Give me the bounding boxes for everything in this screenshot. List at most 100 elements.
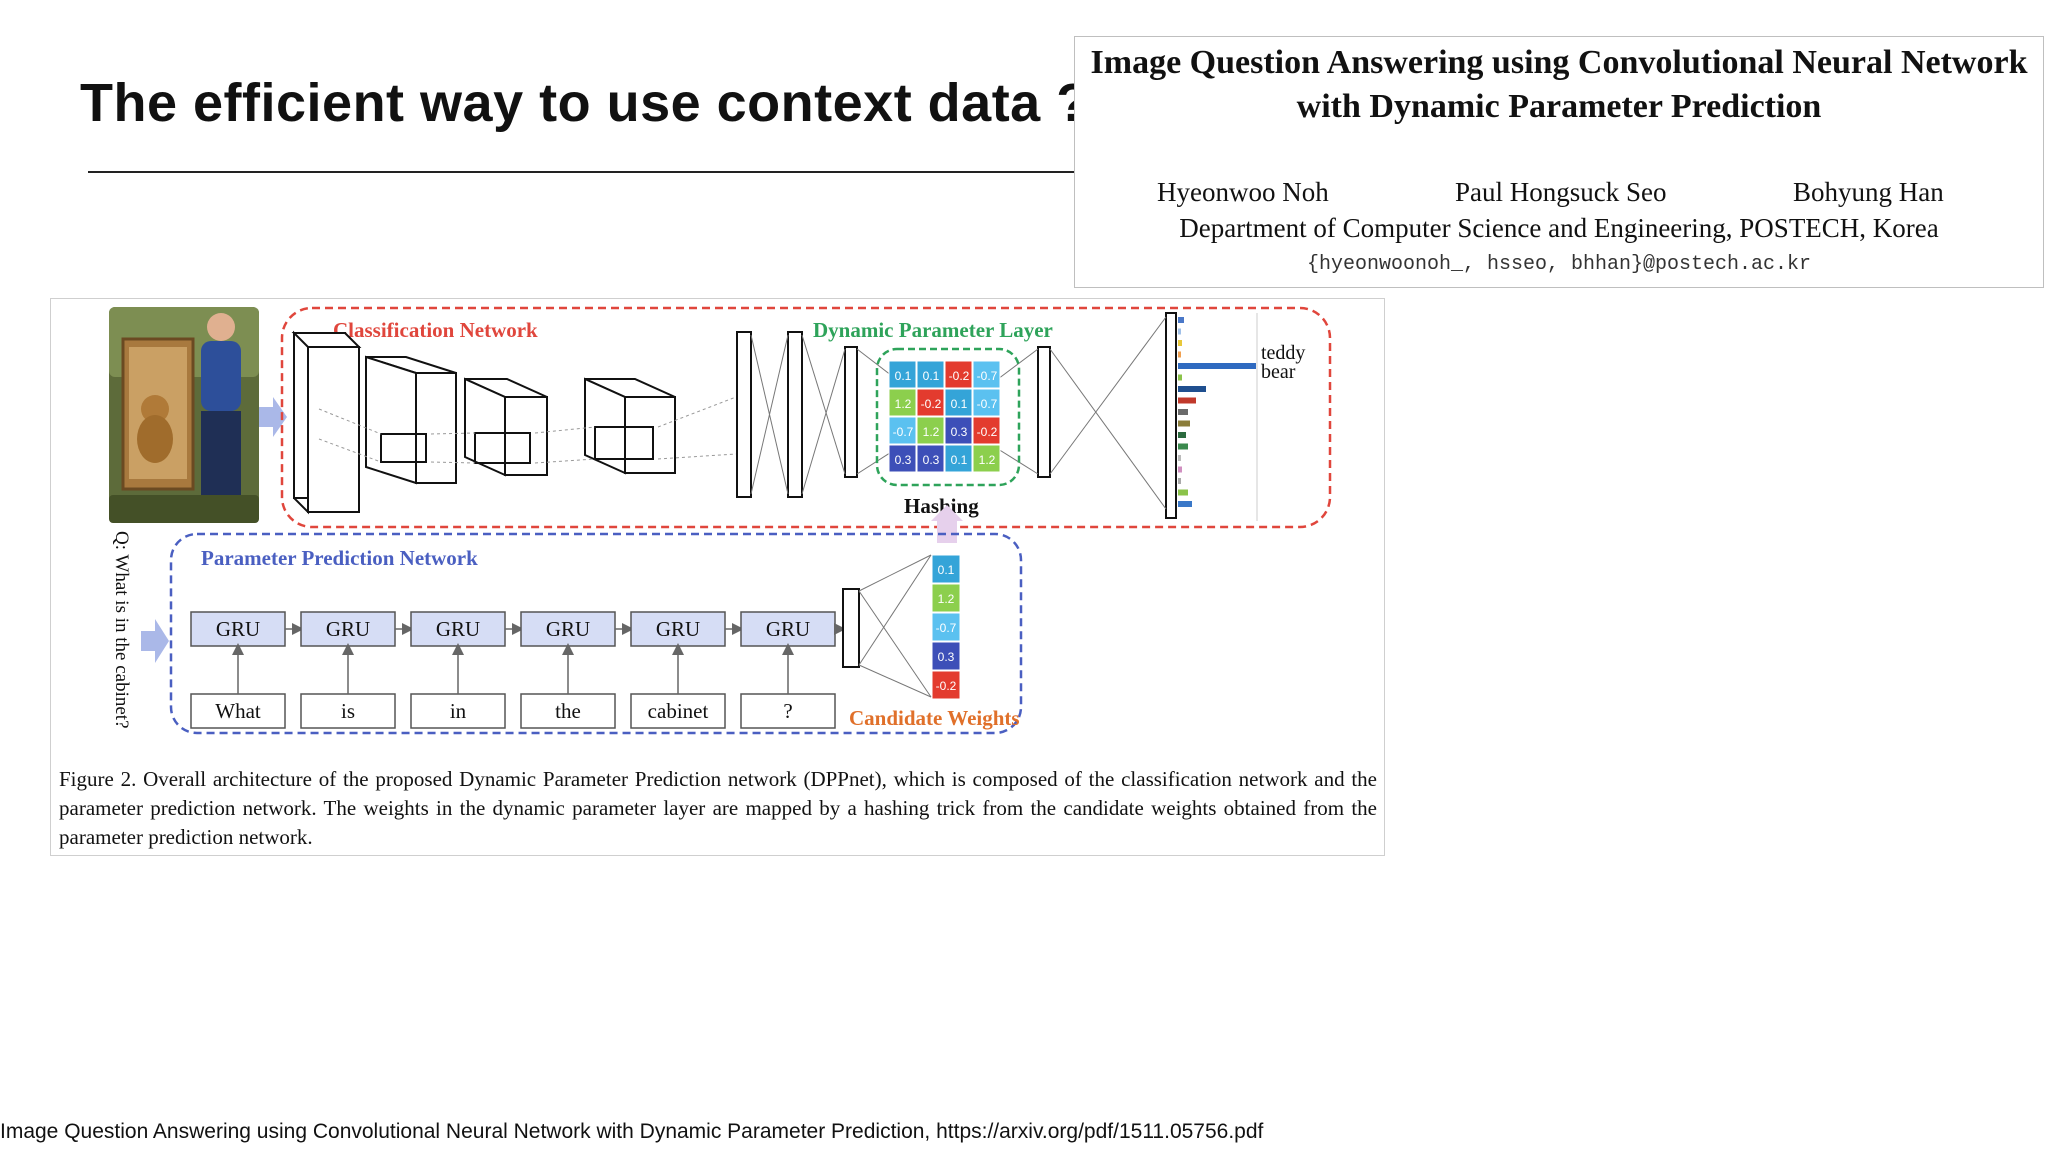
paper-header-snippet: Image Question Answering using Convoluti…: [1074, 36, 2044, 288]
candidate-weight-value: 1.2: [938, 592, 955, 606]
weight-value: -0.2: [921, 397, 942, 411]
question-word: in: [450, 699, 467, 723]
weight-cell: -0.2: [972, 416, 1001, 445]
output-score-bar: [1178, 328, 1181, 335]
paper-title-line-2: with Dynamic Parameter Prediction: [1296, 88, 1822, 125]
question-word: cabinet: [648, 699, 709, 723]
architecture-figure: Classification Network: [50, 298, 1385, 856]
question-text: Q: What is in the cabinet?: [111, 531, 132, 729]
output-score-bar: [1178, 374, 1182, 381]
affiliation: Department of Computer Science and Engin…: [1179, 213, 1939, 243]
parameter-prediction-box: [169, 532, 1023, 735]
weight-cell: 0.3: [916, 444, 945, 473]
question-word: What: [215, 699, 261, 723]
weight-value: -0.2: [977, 425, 998, 439]
weight-value: 1.2: [979, 453, 996, 467]
weight-cell: -0.7: [972, 388, 1001, 417]
output-score-bar: [1178, 340, 1182, 346]
gru-label: GRU: [546, 617, 590, 641]
weight-cell: -0.7: [972, 360, 1001, 389]
output-score-bar: [1178, 363, 1256, 369]
output-score-bar: [1178, 455, 1181, 461]
figure-caption: Figure 2. Overall architecture of the pr…: [59, 767, 1377, 849]
weight-cell: 0.1: [944, 388, 973, 417]
gru-unit: GRU the: [520, 611, 634, 729]
weight-value: 1.2: [895, 397, 912, 411]
prediction-fc-layer: [842, 588, 860, 668]
author-name: Paul Hongsuck Seo: [1455, 177, 1667, 207]
input-arrow: [259, 397, 287, 437]
weight-value: 1.2: [923, 425, 940, 439]
weight-cell: -0.7: [888, 416, 917, 445]
weight-cell: 0.3: [944, 416, 973, 445]
conv-connections: [318, 396, 737, 464]
candidate-weights-label: Candidate Weights: [849, 706, 1020, 730]
candidate-weight-cell: 1.2: [931, 583, 961, 613]
output-score-bar: [1178, 478, 1181, 484]
gru-unit: GRU cabinet: [630, 611, 744, 729]
output-score-bar: [1178, 466, 1182, 473]
output-score-bar: [1178, 489, 1188, 496]
weight-cell: -0.2: [944, 360, 973, 389]
slide-footer-citation: Image Question Answering using Convoluti…: [0, 1120, 1264, 1143]
dynamic-parameter-layer-label: Dynamic Parameter Layer: [813, 318, 1053, 342]
output-score-bar: [1178, 443, 1188, 450]
weight-value: 0.1: [923, 369, 940, 383]
candidate-weight-value: 0.3: [938, 650, 955, 664]
conv-layers: [291, 330, 676, 515]
candidate-weight-cell: 0.1: [931, 554, 961, 584]
title-divider: [88, 171, 1074, 173]
author-name: Bohyung Han: [1793, 177, 1944, 207]
weight-value: 0.3: [951, 425, 968, 439]
weight-value: 0.1: [951, 453, 968, 467]
weight-value: 0.1: [951, 397, 968, 411]
candidate-weight-cell: -0.2: [931, 670, 961, 700]
input-image: [109, 307, 259, 523]
question-word: the: [555, 699, 581, 723]
output-score-bar: [1178, 386, 1206, 392]
weight-cell: -0.2: [916, 388, 945, 417]
gru-label: GRU: [656, 617, 700, 641]
weight-cell: 0.3: [888, 444, 917, 473]
weight-value: 0.1: [895, 369, 912, 383]
author-name: Hyeonwoo Noh: [1157, 177, 1329, 207]
candidate-weight-value: 0.1: [938, 563, 955, 577]
weight-value: -0.2: [949, 369, 970, 383]
output-scores: [1178, 317, 1256, 507]
candidate-connections: [858, 554, 932, 698]
dynamic-parameter-box: [875, 347, 1021, 487]
answer-label-line-1: teddy: [1261, 342, 1305, 364]
paper-title: Image Question Answering using Convoluti…: [1075, 41, 2043, 129]
answer-label-line-2: bear: [1261, 361, 1296, 383]
candidate-weight-cell: -0.7: [931, 612, 961, 642]
output-score-bar: [1178, 317, 1184, 323]
weight-matrix: 0.1 0.1 -0.2 -0.7 1.2 -0.2 0.1 -0.7 -0.7 1.2 0.3 -0…: [888, 360, 1001, 473]
candidate-weight-value: -0.7: [936, 621, 957, 635]
slide-title: The efficient way to use context data ?: [80, 73, 1090, 133]
weight-cell: 0.1: [888, 360, 917, 389]
author-emails: {hyeonwoonoh_, hsseo, bhhan}@postech.ac.…: [1306, 253, 1812, 276]
weight-value: 0.3: [895, 453, 912, 467]
classification-network-box: [280, 306, 1332, 529]
output-score-bar: [1178, 432, 1186, 438]
weight-value: 0.3: [923, 453, 940, 467]
output-score-bar: [1178, 397, 1196, 404]
weight-value: -0.7: [977, 397, 998, 411]
parameter-prediction-network-label: Parameter Prediction Network: [201, 546, 478, 570]
candidate-weights: 0.1 1.2 -0.7 0.3 -0.2: [931, 554, 961, 700]
question-word: ?: [783, 699, 792, 723]
output-score-bar: [1178, 351, 1181, 358]
output-score-bar: [1178, 420, 1190, 427]
weight-cell: 0.1: [944, 444, 973, 473]
weight-cell: 1.2: [916, 416, 945, 445]
weight-value: -0.7: [977, 369, 998, 383]
gru-label: GRU: [326, 617, 370, 641]
classification-network-label: Classification Network: [333, 318, 538, 342]
weight-cell: 0.1: [916, 360, 945, 389]
dppnet-diagram: Classification Network: [109, 306, 1332, 735]
output-score-bar: [1178, 501, 1192, 507]
fc-layers: [736, 312, 1177, 519]
